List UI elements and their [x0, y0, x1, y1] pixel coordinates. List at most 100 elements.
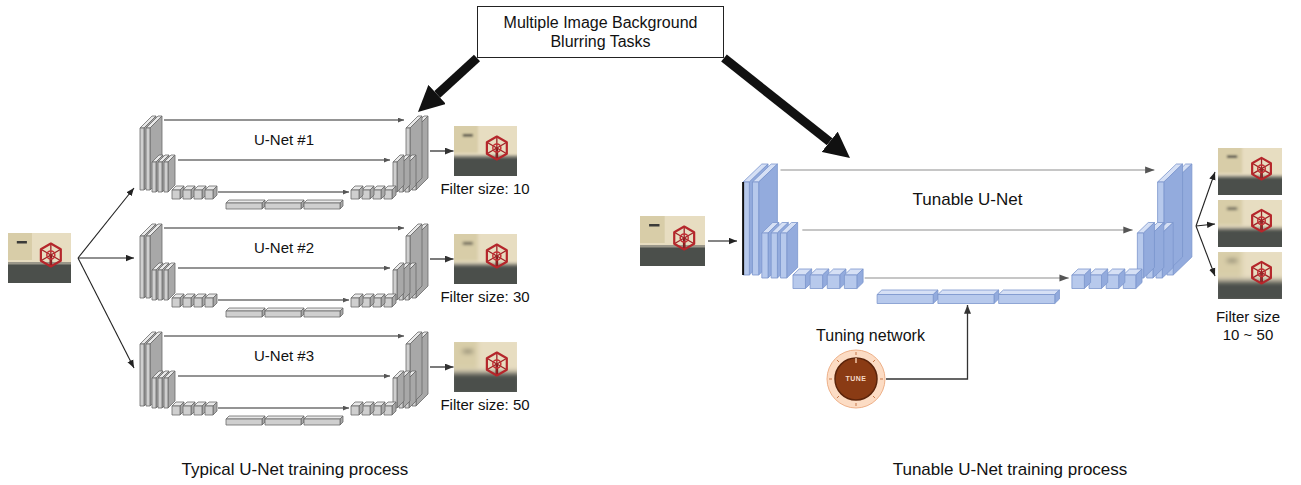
block-front: [351, 298, 359, 307]
valve-rim: [1252, 210, 1271, 232]
block-side: [857, 269, 863, 289]
valve-spoke: [41, 249, 51, 255]
valve-spoke: [1261, 262, 1262, 273]
skip-connection: [178, 267, 390, 268]
block-front: [172, 406, 180, 415]
skip-connection: [178, 159, 390, 160]
wall: [640, 216, 705, 266]
layer-block: [362, 402, 374, 415]
block-front: [265, 311, 301, 317]
layer-block: [205, 186, 217, 199]
unet-model: U-Net #1: [138, 112, 430, 210]
layer-block: [384, 402, 396, 415]
block-front: [140, 344, 144, 406]
block-front: [140, 236, 144, 298]
block-front: [743, 182, 749, 275]
wall-shade: [1218, 252, 1242, 277]
valve-hub: [47, 251, 55, 259]
layer-block: [194, 402, 206, 415]
input-arrow: [78, 257, 134, 258]
valve-hub: [1258, 269, 1266, 277]
valve-hub: [1258, 165, 1266, 173]
layer-block: [373, 402, 385, 415]
tuning-network: Tuning networkTUNE: [808, 326, 933, 385]
block-side: [381, 402, 385, 415]
table: [454, 374, 517, 393]
valve-spoke: [51, 255, 61, 261]
layer-block: [265, 416, 304, 425]
block-top: [265, 416, 304, 419]
block-front: [205, 406, 213, 415]
block-front: [877, 295, 933, 304]
node-label: Tunable U-Net: [913, 190, 1023, 210]
block-front: [183, 190, 191, 199]
block-front: [226, 419, 262, 425]
output-image: Filter size: 50: [432, 342, 538, 414]
block-side: [994, 290, 999, 304]
layer-block: [226, 416, 265, 425]
photo: [454, 234, 517, 284]
block-front: [304, 203, 340, 209]
block-front: [183, 298, 191, 307]
layer-block: [183, 402, 195, 415]
skip-connection: [781, 169, 1155, 170]
block-side: [392, 186, 396, 199]
node-label: U-Net #2: [254, 239, 314, 257]
block-front: [158, 378, 162, 408]
wall-handle: [1227, 260, 1237, 262]
wall-shade: [454, 126, 478, 153]
block-front: [771, 233, 777, 278]
valve-spoke: [684, 227, 685, 239]
block-front: [205, 190, 213, 199]
table: [454, 158, 517, 177]
block-side: [262, 416, 265, 425]
output-image: Filter size: 30: [432, 234, 538, 306]
block-side: [168, 263, 175, 300]
block-side: [397, 371, 404, 408]
photo: [454, 126, 517, 176]
table: [8, 265, 71, 284]
wall-handle: [462, 242, 472, 245]
block-side: [1102, 269, 1108, 289]
block-front: [351, 190, 359, 199]
wall-shade: [454, 342, 478, 369]
block-side: [359, 186, 363, 199]
block-side: [262, 308, 265, 317]
output-image: Filter size: 10: [432, 126, 538, 198]
layer-block: [172, 402, 184, 415]
block-side: [213, 294, 217, 307]
layer-block: [304, 416, 343, 425]
block-front: [164, 162, 168, 192]
block-side: [381, 186, 385, 199]
block-front: [810, 275, 822, 289]
wall: [454, 342, 517, 392]
valve-wheel: [41, 244, 61, 268]
input-arrow: [708, 240, 737, 241]
valve-spoke: [496, 364, 497, 376]
valve-spoke: [486, 142, 496, 148]
wall-handle: [462, 350, 472, 353]
filter-range-label: Filter size 10 ~ 50: [1206, 308, 1290, 344]
valve-spoke: [1261, 273, 1262, 284]
photo: [640, 216, 705, 266]
layer-block: [351, 402, 363, 415]
block-top: [226, 308, 265, 311]
wall-handle: [1227, 156, 1237, 158]
layer-block: [373, 186, 385, 199]
knob-tick: [873, 360, 875, 362]
valve-hub: [1258, 217, 1266, 225]
block-side: [1084, 269, 1090, 289]
input-arrow: [1196, 172, 1215, 226]
wall-shade: [8, 233, 32, 260]
block-top: [265, 200, 304, 203]
block-top: [304, 200, 343, 203]
layer-block: [183, 186, 195, 199]
block-front: [265, 203, 301, 209]
output-photo: [454, 342, 517, 392]
block-front: [164, 378, 168, 408]
valve-spoke: [496, 256, 506, 262]
node-label: U-Net #1: [254, 131, 314, 149]
block-front: [158, 270, 162, 300]
wall-handle: [1227, 208, 1237, 210]
